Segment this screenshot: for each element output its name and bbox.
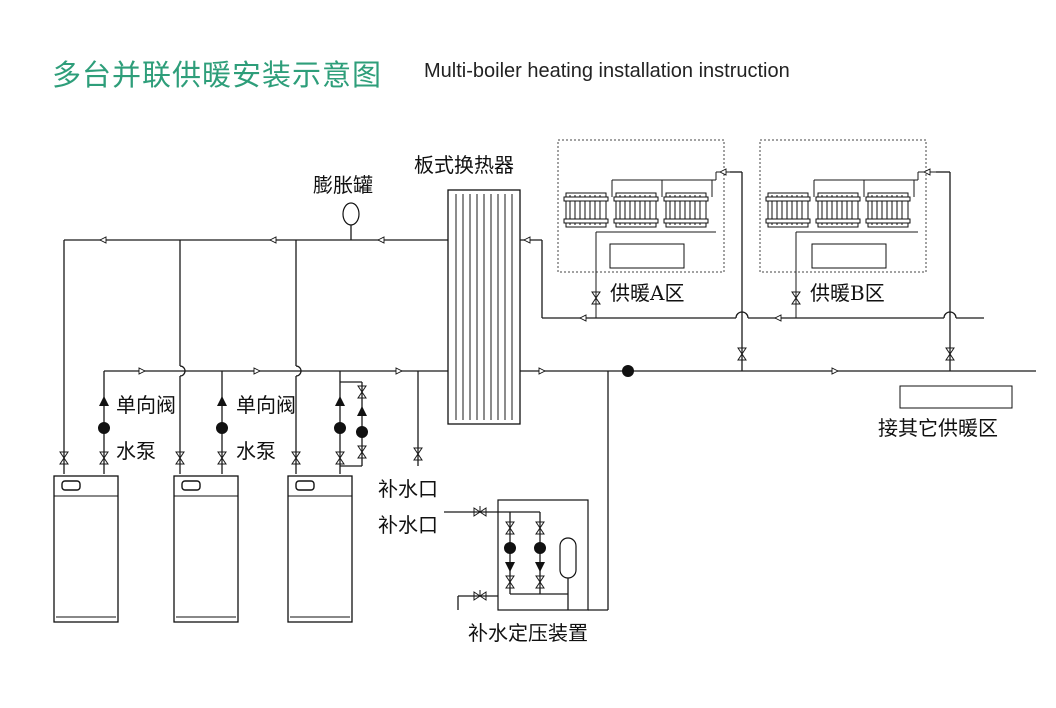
pressurization-unit-label: 补水定压装置 — [468, 621, 588, 645]
title-en: Multi-boiler heating installation instru… — [424, 60, 790, 82]
pump-label-1: 水泵 — [116, 439, 156, 463]
zone-a-label: 供暖A区 — [610, 281, 684, 305]
boiler-branch-3 — [334, 371, 368, 474]
boiler-2 — [173, 475, 239, 623]
check-valve-label-2: 单向阀 — [236, 393, 296, 417]
pump-label-2: 水泵 — [236, 439, 276, 463]
other-zone-label: 接其它供暖区 — [878, 416, 998, 440]
title-zh: 多台并联供暖安装示意图 — [52, 58, 383, 92]
secondary-loop — [520, 171, 984, 371]
other-zone-box — [899, 385, 1013, 409]
boiler-branch-2 — [216, 371, 301, 474]
zone-b — [759, 139, 936, 318]
supply-header — [104, 365, 1036, 377]
boiler-1 — [53, 475, 119, 623]
makeup-inlet-label-1: 补水口 — [378, 477, 438, 501]
check-valve-label-1: 单向阀 — [116, 393, 176, 417]
expansion-tank-label: 膨胀罐 — [313, 173, 373, 197]
boiler-branch-1 — [59, 371, 185, 474]
plate-heat-exchanger — [447, 189, 521, 425]
makeup-inlet-label-2: 补水口 — [378, 513, 438, 537]
pressurization-unit — [444, 371, 609, 611]
zone-b-label: 供暖B区 — [810, 281, 885, 305]
boiler-3 — [287, 475, 353, 623]
zone-a — [557, 139, 730, 318]
return-header — [63, 236, 448, 474]
expansion-tank — [342, 202, 360, 240]
heat-exchanger-label: 板式换热器 — [414, 153, 514, 177]
makeup-branch — [413, 371, 423, 466]
